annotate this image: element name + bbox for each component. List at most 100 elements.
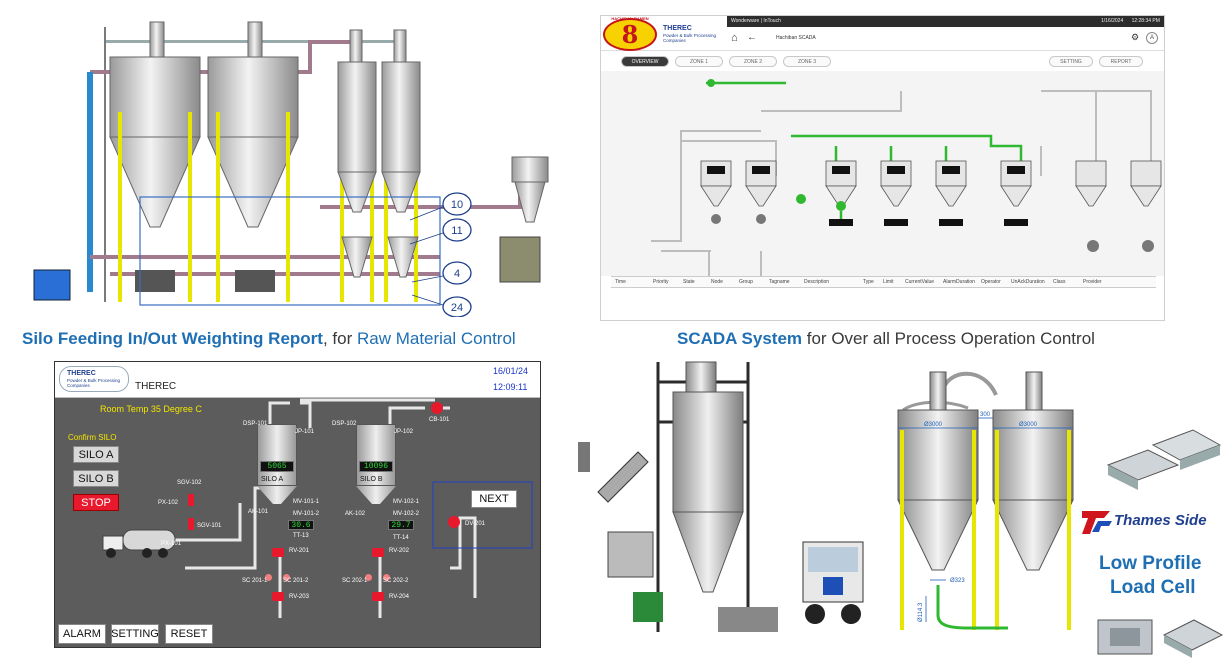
setting-button[interactable]: SETTING: [111, 624, 159, 644]
hmi-time: 12:09:11: [493, 382, 528, 392]
hachiban-badge-number: 8: [621, 20, 639, 49]
silo-b-vessel: [356, 424, 396, 486]
silo-a-vessel: [257, 424, 297, 486]
alarm-table-header: [611, 276, 1156, 288]
col-unackduration: UnAckDuration: [1011, 279, 1045, 285]
tag-rv-201: RV-201: [289, 548, 309, 554]
silo-a-button[interactable]: SILO A: [73, 446, 119, 463]
dv-201-valve[interactable]: [448, 516, 460, 528]
hmi-header: [55, 362, 540, 398]
sc-201-2-indicator: [283, 574, 290, 581]
hmi-logo-sub: Powder & Bulk Processing Companies: [67, 378, 121, 388]
tab-report-label: REPORT: [1110, 58, 1132, 65]
silo-load-cell-drawing: Ø3000 300 Ø3000 Ø323 Ø114.3: [897, 371, 1074, 630]
silo-report-caption-rest: , for: [322, 329, 357, 348]
scada-therec-logo: THEREC: [663, 25, 692, 32]
user-avatar[interactable]: A: [1146, 32, 1158, 44]
reset-button-label: RESET: [170, 628, 208, 640]
silo-a-temp: 30.6: [288, 520, 314, 530]
back-arrow-icon[interactable]: ←: [747, 32, 757, 43]
scada-window-title: Wonderware | InTouch: [731, 18, 781, 24]
scada-therec-sub: Powder & Bulk Processing Companies: [663, 33, 717, 43]
tag-jp-102: JP-102: [394, 429, 414, 435]
tab-zone-2[interactable]: ZONE 2: [729, 56, 777, 67]
stop-button[interactable]: STOP: [73, 494, 119, 511]
tag-mv-102-1: MV-102-1: [393, 499, 420, 505]
silo-a-weight-value: 5065: [267, 462, 287, 471]
silo-a-weight: 5065: [260, 461, 294, 472]
hmi-brand: THEREC: [135, 381, 177, 392]
scada-caption-bold: SCADA System: [677, 329, 803, 348]
dim-outlet: Ø323: [950, 578, 965, 584]
home-icon[interactable]: ⌂: [731, 32, 738, 44]
settings-icon[interactable]: ⚙: [1131, 32, 1140, 42]
load-cell-top-image: [1106, 429, 1222, 490]
col-description: Description: [804, 279, 830, 285]
tab-overview-label: OVERVIEW: [631, 58, 659, 65]
tag-mv-102-2: MV-102-2: [393, 511, 420, 517]
tab-zone-1[interactable]: ZONE 1: [675, 56, 723, 67]
tag-dsp-102: DSP-102: [332, 421, 357, 427]
tag-rv-204: RV-204: [389, 594, 409, 600]
tag-tt-13: TT-13: [293, 533, 309, 539]
silo-b-button[interactable]: SILO B: [73, 470, 119, 487]
tag-sc-202-1: SC 202-1: [342, 578, 368, 584]
rv-202-valve[interactable]: [372, 548, 384, 557]
hmi-logo-text: THEREC: [67, 370, 96, 377]
rv-201-valve[interactable]: [272, 548, 284, 557]
tab-report[interactable]: REPORT: [1099, 56, 1143, 67]
tag-sc-201-2: SC 201-2: [283, 578, 309, 584]
tab-overview[interactable]: OVERVIEW: [621, 56, 669, 67]
tab-zone-1-label: ZONE 1: [689, 58, 709, 65]
hmi-piping: [175, 398, 533, 618]
tab-setting[interactable]: SETTING: [1049, 56, 1093, 67]
col-type: Type: [863, 279, 874, 285]
col-operator: Operator: [981, 279, 1001, 285]
alarm-button[interactable]: ALARM: [58, 624, 106, 644]
tab-zone-3[interactable]: ZONE 3: [783, 56, 831, 67]
rv-204-valve[interactable]: [372, 592, 384, 601]
hachiban-badge-arc: HACHIBAN-RAMEN: [611, 16, 649, 21]
room-temp-label: Room Temp 35 Degree C: [100, 404, 202, 414]
tag-dsp-101: DSP-101: [243, 421, 268, 427]
tag-cb-101: CB-101: [429, 417, 450, 423]
next-button[interactable]: NEXT: [471, 490, 517, 508]
col-time: Time: [615, 279, 626, 285]
col-priority: Priority: [653, 279, 669, 285]
tab-zone-2-label: ZONE 2: [743, 58, 763, 65]
tag-jp-101: JP-101: [295, 429, 315, 435]
tag-tt-14: TT-14: [393, 535, 409, 541]
tag-sgv-102: SGV-102: [177, 480, 202, 486]
silo-b-weight-value: 10096: [363, 462, 388, 471]
tag-rv-203: RV-203: [289, 594, 309, 600]
callout-24: 24: [451, 302, 463, 314]
hmi-therec-logo: [59, 366, 129, 392]
col-currentvalue: CurrentValue: [905, 279, 935, 285]
sgv-101-gate[interactable]: [188, 518, 194, 530]
callout-11: 11: [451, 225, 462, 237]
tab-setting-label: SETTING: [1060, 58, 1082, 65]
col-limit: Limit: [883, 279, 894, 285]
sc-202-2-indicator: [383, 574, 390, 581]
plant-3d-rendering: [578, 361, 864, 632]
silo-report-caption-bold: Silo Feeding In/Out Weighting Report: [22, 329, 323, 348]
callout-10: 10: [451, 199, 463, 211]
silo-report-caption-topic: Raw Material Control: [356, 329, 516, 348]
next-button-label: NEXT: [479, 493, 509, 505]
alarm-button-label: ALARM: [63, 628, 101, 640]
hmi-date: 16/01/24: [493, 366, 529, 376]
sgv-102-gate[interactable]: [188, 494, 194, 506]
tag-dv-201: DV-201: [465, 521, 486, 527]
silo-b-temp-value: 29.7: [391, 520, 411, 530]
tag-ak-101: AK-101: [248, 509, 269, 515]
reset-button[interactable]: RESET: [165, 624, 213, 644]
silo-b-button-label: SILO B: [78, 472, 114, 485]
col-provider: Provider: [1083, 279, 1102, 285]
confirm-silo-label: Confirm SILO: [68, 433, 117, 442]
cb-101-blower[interactable]: [431, 402, 443, 414]
col-state: State: [683, 279, 695, 285]
tag-px-101: PX-101: [161, 541, 182, 547]
rv-203-valve[interactable]: [272, 592, 284, 601]
scada-caption: SCADA System for Over all Process Operat…: [677, 329, 1095, 349]
scada-window-time: 1/16/2024 12:28:34 PM: [1101, 18, 1160, 24]
